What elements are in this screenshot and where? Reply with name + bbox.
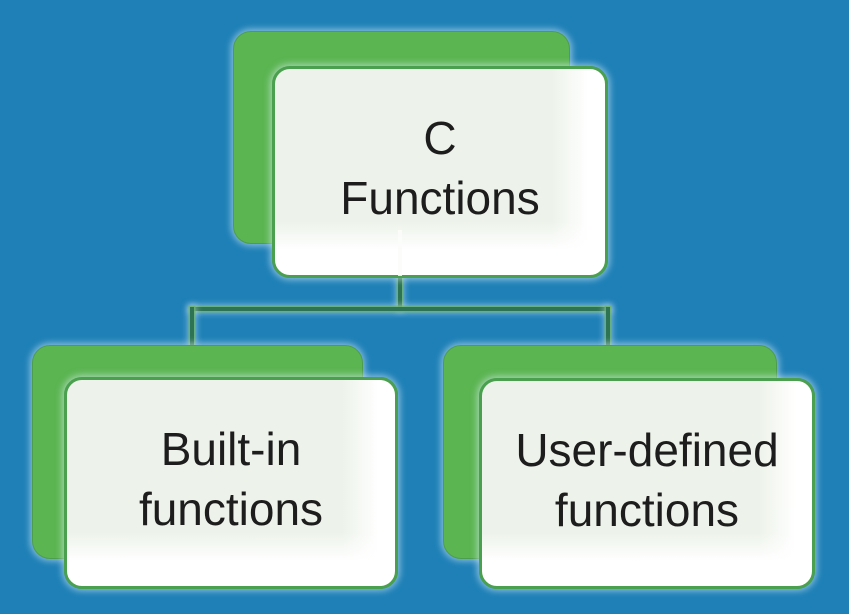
node-user-defined-front-panel: User-defined functions [479,378,815,589]
node-c-functions-front-panel: C Functions [272,66,608,278]
connector-ghost-stub [398,230,402,276]
node-built-in-front-panel: Built-in functions [64,377,398,589]
connector-drop-left [190,307,194,345]
node-built-in-label: Built-in functions [138,423,324,535]
node-user-defined-label: User-defined functions [515,423,779,536]
connector-horizontal [190,307,610,311]
node-c-functions-label: C Functions [340,112,540,224]
connector-root-stub [398,277,402,309]
connector-drop-right [606,307,610,345]
